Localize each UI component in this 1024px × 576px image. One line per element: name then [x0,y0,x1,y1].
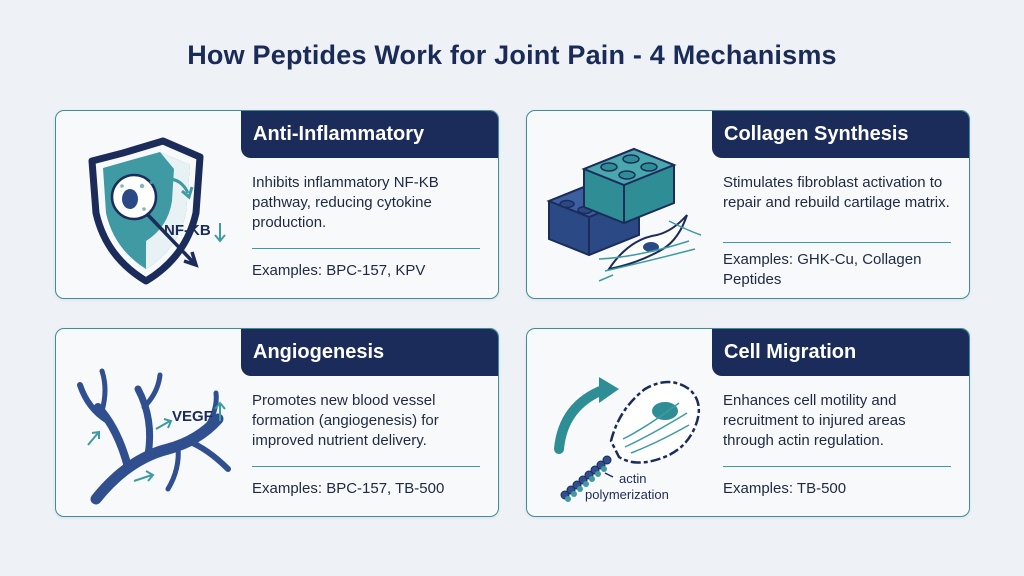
shield-icon: NF-KB [88,137,226,285]
blood-vessel-icon: VEGF [77,368,231,505]
card-heading: Cell Migration [712,329,969,376]
card-heading: Angiogenesis [241,329,498,376]
card-examples: Examples: BPC-157, TB-500 [252,480,445,497]
card-angiogenesis: Angiogenesis VEGF Promotes new blood ves… [55,328,499,517]
actin-label: actin [619,471,646,486]
card-divider [252,248,480,249]
card-heading: Anti-Inflammatory [241,111,498,158]
card-description: Enhances cell motility and recruitment t… [723,392,906,449]
card-cell-migration: Cell Migration actin polymerization Enha… [526,328,970,517]
card-divider [252,466,480,467]
vegf-label: VEGF [172,408,213,425]
card-description: Inhibits inflammatory NF-KB pathway, red… [252,174,439,231]
polymerization-label: polymerization [585,487,669,502]
card-description: Promotes new blood vessel formation (ang… [252,392,439,449]
nf-kb-label: NF-KB [164,222,211,239]
card-examples: Examples: GHK-Cu, Collagen Peptides [723,251,922,288]
card-examples: Examples: BPC-157, KPV [252,262,426,279]
card-divider [723,466,951,467]
collagen-blocks-icon [546,147,702,282]
page-title: How Peptides Work for Joint Pain - 4 Mec… [187,40,837,70]
card-anti-inflammatory: Anti-Inflammatory NF-KB Inhibits inflamm… [55,110,499,299]
migrating-cell-icon: actin polymerization [554,377,701,502]
card-examples: Examples: TB-500 [723,480,847,497]
card-description: Stimulates fibroblast activation to repa… [723,174,950,211]
card-collagen-synthesis: Collagen Synthesis Stimulates fibroblast… [526,110,970,299]
card-divider [723,242,951,243]
card-heading: Collagen Synthesis [712,111,969,158]
